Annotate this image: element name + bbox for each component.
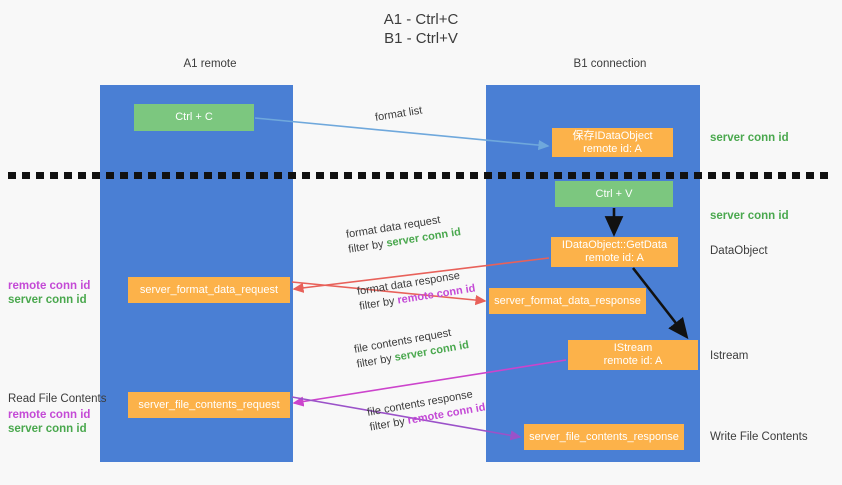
page-title: A1 - Ctrl+C B1 - Ctrl+V: [383, 11, 459, 47]
left-label-remote-conn-id: remote conn id: [8, 280, 91, 292]
box-server-format-data-request[interactable]: server_format_data_request: [128, 277, 290, 303]
annotation-format-list: format list: [374, 104, 423, 126]
annotation-format-data-request: format data request filter by server con…: [345, 210, 462, 257]
left-label-server-conn-id: server conn id: [8, 294, 87, 306]
left-label-group-format: remote conn id server conn id: [8, 279, 90, 307]
box-ctrl-c[interactable]: Ctrl + C: [134, 104, 254, 131]
box-server-file-contents-request[interactable]: server_file_contents_request: [128, 392, 290, 418]
left-label-server-conn-id-2: server conn id: [8, 423, 87, 435]
column-header-a1: A1 remote: [183, 58, 237, 70]
box-save-idataobject[interactable]: 保存IDataObject remote id: A: [552, 128, 673, 157]
box-server-file-contents-response[interactable]: server_file_contents_response: [524, 424, 684, 450]
left-label-remote-conn-id-2: remote conn id: [8, 409, 91, 421]
left-label-read-file-contents: Read File Contents: [8, 393, 107, 405]
annotation-file-contents-request: file contents request filter by server c…: [353, 323, 470, 372]
column-header-b1: B1 connection: [573, 58, 647, 70]
box-idataobject-getdata[interactable]: IDataObject::GetData remote id: A: [551, 237, 678, 267]
annotation-format-data-response: format data response filter by remote co…: [356, 267, 477, 315]
side-label-istream: Istream: [710, 350, 749, 362]
annotation-format-list-text: format list: [374, 104, 424, 124]
dashed-divider: [8, 172, 834, 179]
side-label-server-conn-id-top: server conn id: [710, 132, 789, 144]
annotation-file-contents-response: file contents response filter by remote …: [366, 386, 487, 436]
side-label-write-file-contents: Write File Contents: [710, 431, 808, 443]
side-label-server-conn-id-mid: server conn id: [710, 210, 789, 222]
box-istream[interactable]: IStream remote id: A: [568, 340, 698, 370]
left-label-group-file: Read File Contents remote conn id server…: [8, 392, 106, 436]
box-ctrl-v[interactable]: Ctrl + V: [555, 181, 673, 207]
side-label-dataobject: DataObject: [710, 245, 768, 257]
box-server-format-data-response[interactable]: server_format_data_response: [489, 288, 646, 314]
